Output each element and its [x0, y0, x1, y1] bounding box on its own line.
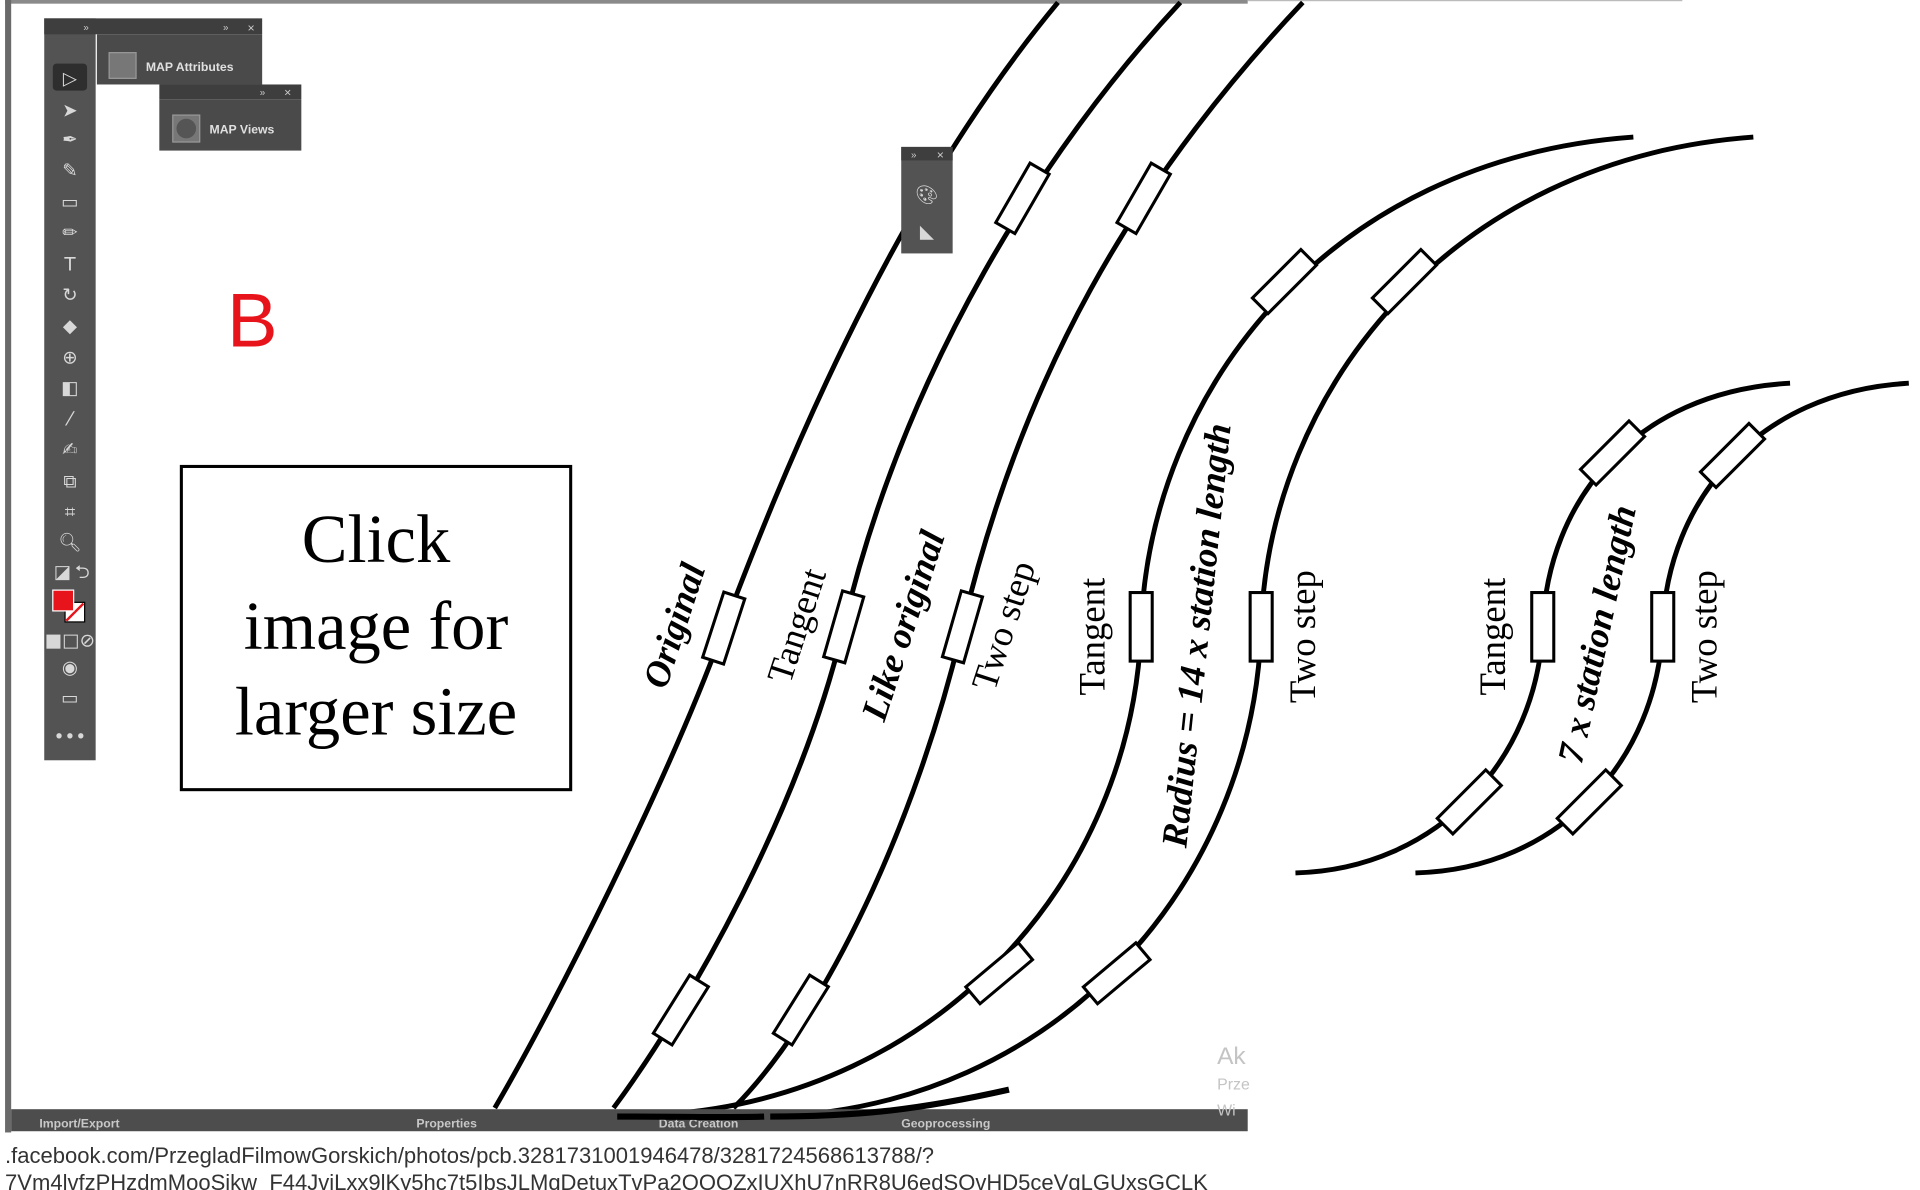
palette-icon[interactable]: 🎨︎ [915, 185, 938, 206]
label-radius-7: 7 x station length [1549, 502, 1644, 767]
gradient-panel-icon[interactable]: ◣ [920, 222, 935, 243]
symbol-tool-icon[interactable]: ⧉ [63, 471, 76, 492]
station-marker [1370, 247, 1439, 316]
station-marker [771, 973, 831, 1048]
curve-labels: Original Tangent Like original Two step … [635, 421, 1725, 850]
top-border [5, 0, 1248, 4]
label-original: Original [635, 557, 714, 693]
station-marker [700, 590, 747, 666]
tools-panel: » » × ▷ ➤ ✒ ✎ ▭ ✏ T ↻ ◆ ⊕ ◧ ⁄ ✍ ⧉ ⌗ 🔍︎ ◪… [44, 18, 263, 761]
station-markers [651, 161, 1767, 1048]
more-tools-icon[interactable]: ••• [54, 727, 87, 748]
selection-tool-icon[interactable]: ▷ [63, 68, 78, 89]
activation-watermark: Ak Prze Wi [1217, 1043, 1250, 1119]
watermark-line-2: Prze [1217, 1077, 1250, 1094]
station-marker [940, 588, 985, 665]
floating-tool-panel: » × 🎨︎ ◣ [901, 146, 953, 254]
swap-colors-icon[interactable]: ⮌ [75, 562, 90, 583]
station-marker [1530, 591, 1556, 663]
screen-mode-icon[interactable]: ▭ [61, 688, 78, 709]
label-two-step-2: Two step [1282, 570, 1323, 703]
tools-panel-bg [44, 18, 96, 761]
station-marker [1698, 421, 1767, 490]
artboard-tool-icon[interactable]: ⌗ [65, 502, 75, 523]
eraser-tool-icon[interactable]: ◆ [63, 316, 78, 337]
curvature-tool-icon[interactable]: ✎ [62, 160, 77, 181]
tab-geoprocessing[interactable]: Geoprocessing [901, 1117, 990, 1131]
map-attributes-label[interactable]: MAP Attributes [146, 60, 234, 74]
curve-original [492, 0, 1060, 1110]
map-views-panel[interactable]: » × MAP Views [159, 84, 302, 151]
tab-import-export[interactable]: Import/Export [39, 1117, 119, 1131]
label-like-original: Like original [853, 525, 953, 727]
station-marker [821, 588, 866, 665]
station-marker [1248, 591, 1274, 663]
station-marker [651, 973, 711, 1048]
close-icon[interactable]: × [284, 86, 291, 100]
zoom-tool-icon[interactable]: 🔍︎ [58, 532, 81, 553]
rotate-tool-icon[interactable]: ↻ [62, 285, 77, 306]
panel-header [44, 18, 263, 35]
station-marker [993, 161, 1052, 236]
station-marker [1114, 161, 1173, 236]
rectangle-tool-icon[interactable]: ▭ [61, 192, 78, 213]
station-marker [1650, 591, 1676, 663]
watermark-line-1: Ak [1217, 1043, 1246, 1070]
station-marker [1435, 767, 1504, 837]
gradient-tool-icon[interactable]: ◧ [61, 378, 78, 399]
left-border [5, 0, 12, 1133]
type-tool-icon[interactable]: T [63, 255, 76, 276]
top-border-right [1247, 0, 1683, 2]
shape-builder-icon[interactable]: ⊕ [62, 348, 77, 369]
expand-icon[interactable]: » [911, 150, 917, 161]
label-tangent-1: Tangent [759, 563, 834, 688]
map-views-label[interactable]: MAP Views [210, 122, 275, 136]
station-marker [1081, 940, 1153, 1006]
collapse-icon[interactable]: » [83, 23, 89, 34]
bottom-panel-bar: Import/Export Properties Data Creation G… [11, 1109, 1248, 1132]
eyedropper-tool-icon[interactable]: ⁄ [64, 409, 75, 430]
fill-color-swatch[interactable] [52, 589, 75, 612]
url-line-1[interactable]: .facebook.com/PrzegladFilmowGorskich/pho… [5, 1143, 934, 1168]
station-marker [1555, 767, 1624, 837]
direct-selection-tool-icon[interactable]: ➤ [62, 100, 77, 121]
station-marker [1250, 247, 1319, 316]
url-line-2[interactable]: 7Vm4lvfzPHzdmMooSikw_F44JviLxx9lKy5hc7t5… [5, 1170, 1208, 1190]
click-box-line-1: Click [302, 501, 451, 577]
figure-letter: B [227, 278, 278, 363]
close-icon[interactable]: × [247, 21, 254, 35]
station-marker [1128, 591, 1154, 663]
url-text: .facebook.com/PrzegladFilmowGorskich/pho… [5, 1143, 1208, 1190]
draw-mode-icon[interactable]: ◉ [62, 657, 78, 678]
station-marker [963, 940, 1035, 1006]
click-image-box[interactable]: Click image for larger size [179, 464, 573, 792]
label-tangent-2: Tangent [1071, 578, 1112, 696]
expand-icon[interactable]: » [260, 87, 266, 98]
pencil-tool-icon[interactable]: ✏ [62, 223, 77, 244]
label-tangent-3: Tangent [1472, 578, 1513, 696]
click-box-line-2: image for [244, 588, 509, 664]
curve-tangent [611, 0, 1183, 1110]
selection-tool-active[interactable] [52, 63, 88, 91]
pen-tool-icon[interactable]: ✒ [62, 130, 77, 151]
click-box-line-3: larger size [235, 674, 517, 750]
color-mode-icons[interactable]: ■□⊘ [45, 630, 95, 651]
label-two-step-3: Two step [1684, 570, 1725, 703]
table-icon [108, 52, 137, 79]
default-colors-icon[interactable]: ◪ [54, 562, 71, 583]
blend-tool-icon[interactable]: ✍ [62, 439, 77, 460]
watermark-line-3: Wi [1217, 1102, 1236, 1119]
map-attributes-panel[interactable]: MAP Attributes [96, 34, 263, 85]
close-icon[interactable]: × [937, 148, 944, 162]
expand-icon[interactable]: » [223, 23, 229, 34]
click-box-frame [179, 464, 573, 792]
tab-properties[interactable]: Properties [416, 1117, 477, 1131]
station-marker [1578, 418, 1647, 488]
